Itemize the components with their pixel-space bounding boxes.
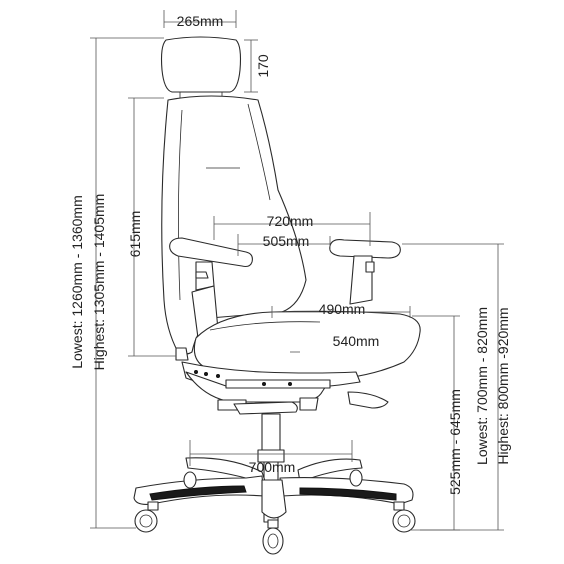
armrest-right	[329, 239, 401, 305]
base-diameter-label: 700mm	[249, 459, 296, 475]
seat-height-label: 525mm - 645mm	[447, 389, 463, 495]
seat-depth-label: 540mm	[333, 333, 380, 349]
armrest-height-highest-label: Highest: 800mm -920mm	[495, 307, 511, 464]
headrest-height-label: 170	[255, 54, 271, 78]
overall-height-highest-label: Highest: 1305mm - 1405mm	[91, 194, 107, 371]
caster-rear-right	[349, 469, 363, 487]
arm-span-outer-label: 720mm	[267, 213, 314, 229]
caster-front-center	[262, 519, 284, 555]
dimension-labels: 265mm 170 Lowest: 1260mm - 1360mm Highes…	[69, 13, 511, 495]
caster-front-left	[134, 501, 159, 533]
seat-width-label: 490mm	[319, 301, 366, 317]
caster-front-right	[392, 501, 416, 533]
headrest	[160, 36, 242, 100]
armrest-left	[169, 237, 253, 339]
caster-rear-left	[183, 471, 197, 489]
seat-mechanism	[175, 347, 389, 415]
armrest-height-lowest-label: Lowest: 700mm - 820mm	[474, 307, 490, 465]
headrest-width-label: 265mm	[177, 13, 224, 29]
dimension-lines	[90, 10, 504, 531]
arm-span-inner-label: 505mm	[263, 233, 310, 249]
overall-height-lowest-label: Lowest: 1260mm - 1360mm	[69, 195, 85, 369]
chair-illustration	[133, 36, 421, 555]
chair-base	[133, 457, 414, 519]
backrest-height-label: 615mm	[127, 211, 143, 258]
